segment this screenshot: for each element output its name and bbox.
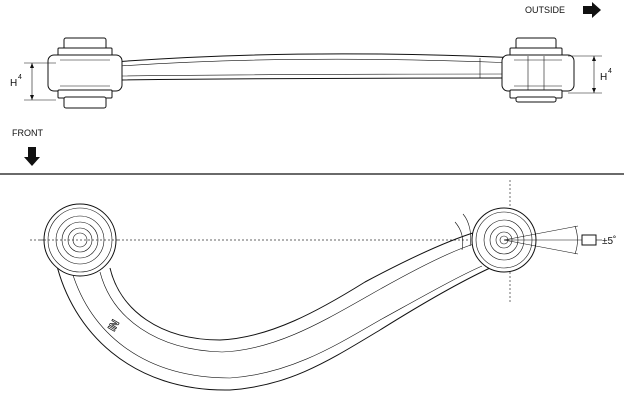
arm-mark-text: IN bbox=[106, 318, 122, 334]
top-view: IN ±5˚ bbox=[30, 180, 616, 391]
right-height-superscript: 4 bbox=[608, 68, 612, 75]
left-height-superscript: 4 bbox=[18, 74, 22, 81]
arrow-right-icon bbox=[583, 2, 601, 18]
left-height-dimension: H 4 bbox=[10, 62, 56, 101]
left-height-label: H bbox=[10, 78, 17, 89]
right-bushing-side bbox=[501, 37, 575, 103]
right-height-label: H bbox=[600, 72, 607, 83]
left-bushing-side bbox=[47, 37, 123, 109]
in-marking: IN bbox=[106, 318, 123, 334]
arrow-down-icon bbox=[24, 147, 40, 166]
left-bushing-top bbox=[40, 203, 120, 277]
front-label: FRONT bbox=[12, 128, 43, 138]
angle-tolerance: ±5˚ bbox=[503, 225, 616, 255]
outside-label: OUTSIDE bbox=[525, 5, 565, 15]
right-height-dimension: H 4 bbox=[568, 55, 612, 94]
angle-label: ±5˚ bbox=[602, 235, 616, 247]
side-view: OUTSIDE bbox=[10, 2, 612, 166]
